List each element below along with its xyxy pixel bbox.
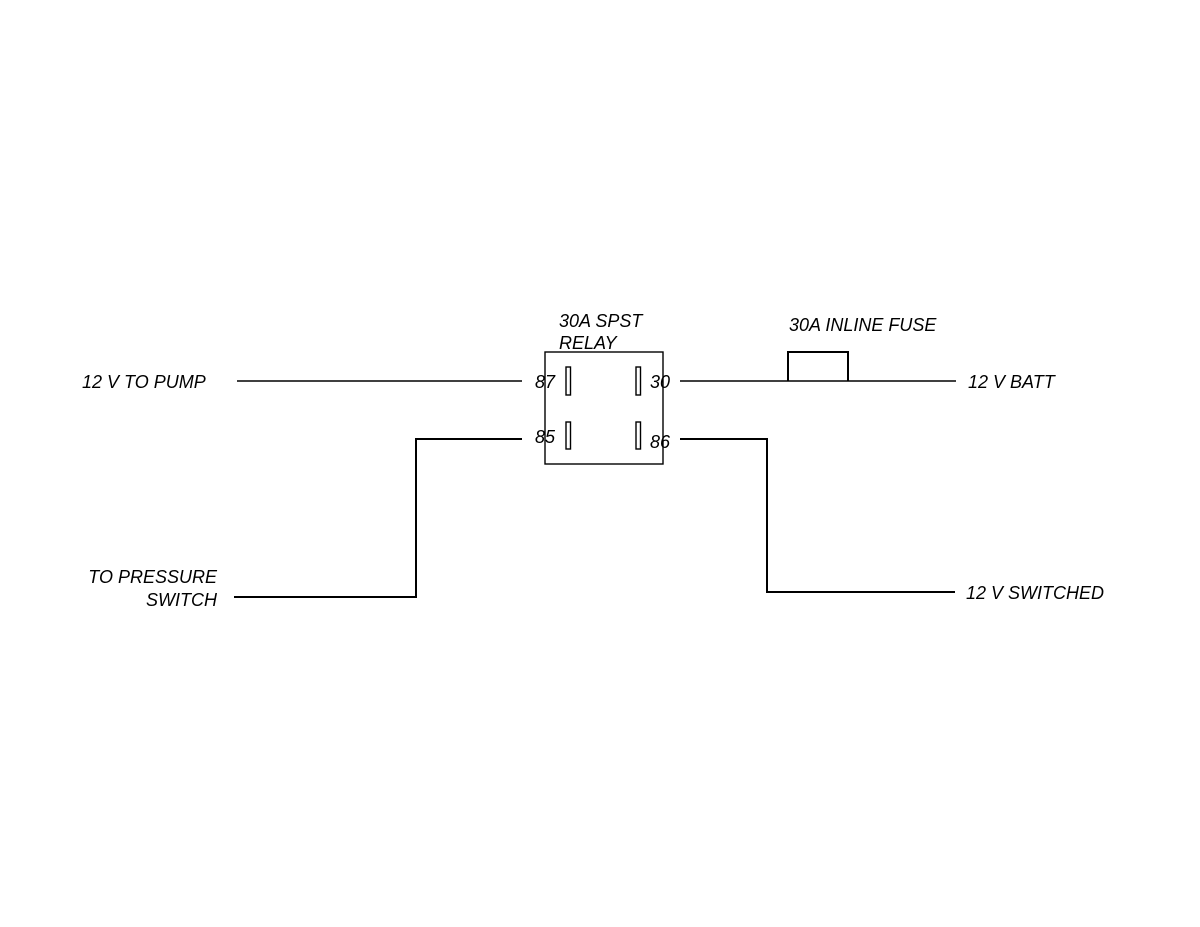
relay-body <box>544 351 664 465</box>
label-switched: 12 V SWITCHED <box>966 583 1104 603</box>
wire-85-pressure-switch <box>234 438 522 598</box>
label-pressure-line1: TO PRESSURE <box>88 567 218 587</box>
relay-pin-30 <box>635 366 642 396</box>
fuse-symbol <box>787 351 849 381</box>
relay-title-line2: RELAY <box>559 333 619 353</box>
relay-pin-87 <box>565 366 572 396</box>
pin-label-87: 87 <box>535 372 556 392</box>
relay <box>544 351 664 465</box>
relay-pin-85 <box>565 421 572 450</box>
wire-86-switched <box>680 438 955 593</box>
pin-label-85: 85 <box>535 427 556 447</box>
relay-pin-86 <box>635 421 642 450</box>
relay-title-line1: 30A SPST <box>559 311 644 331</box>
pin-label-30: 30 <box>650 372 670 392</box>
label-batt: 12 V BATT <box>968 372 1057 392</box>
label-pump: 12 V TO PUMP <box>82 372 206 392</box>
pin-label-86: 86 <box>650 432 671 452</box>
label-pressure-line2: SWITCH <box>146 590 218 610</box>
fuse-label: 30A INLINE FUSE <box>789 315 937 335</box>
